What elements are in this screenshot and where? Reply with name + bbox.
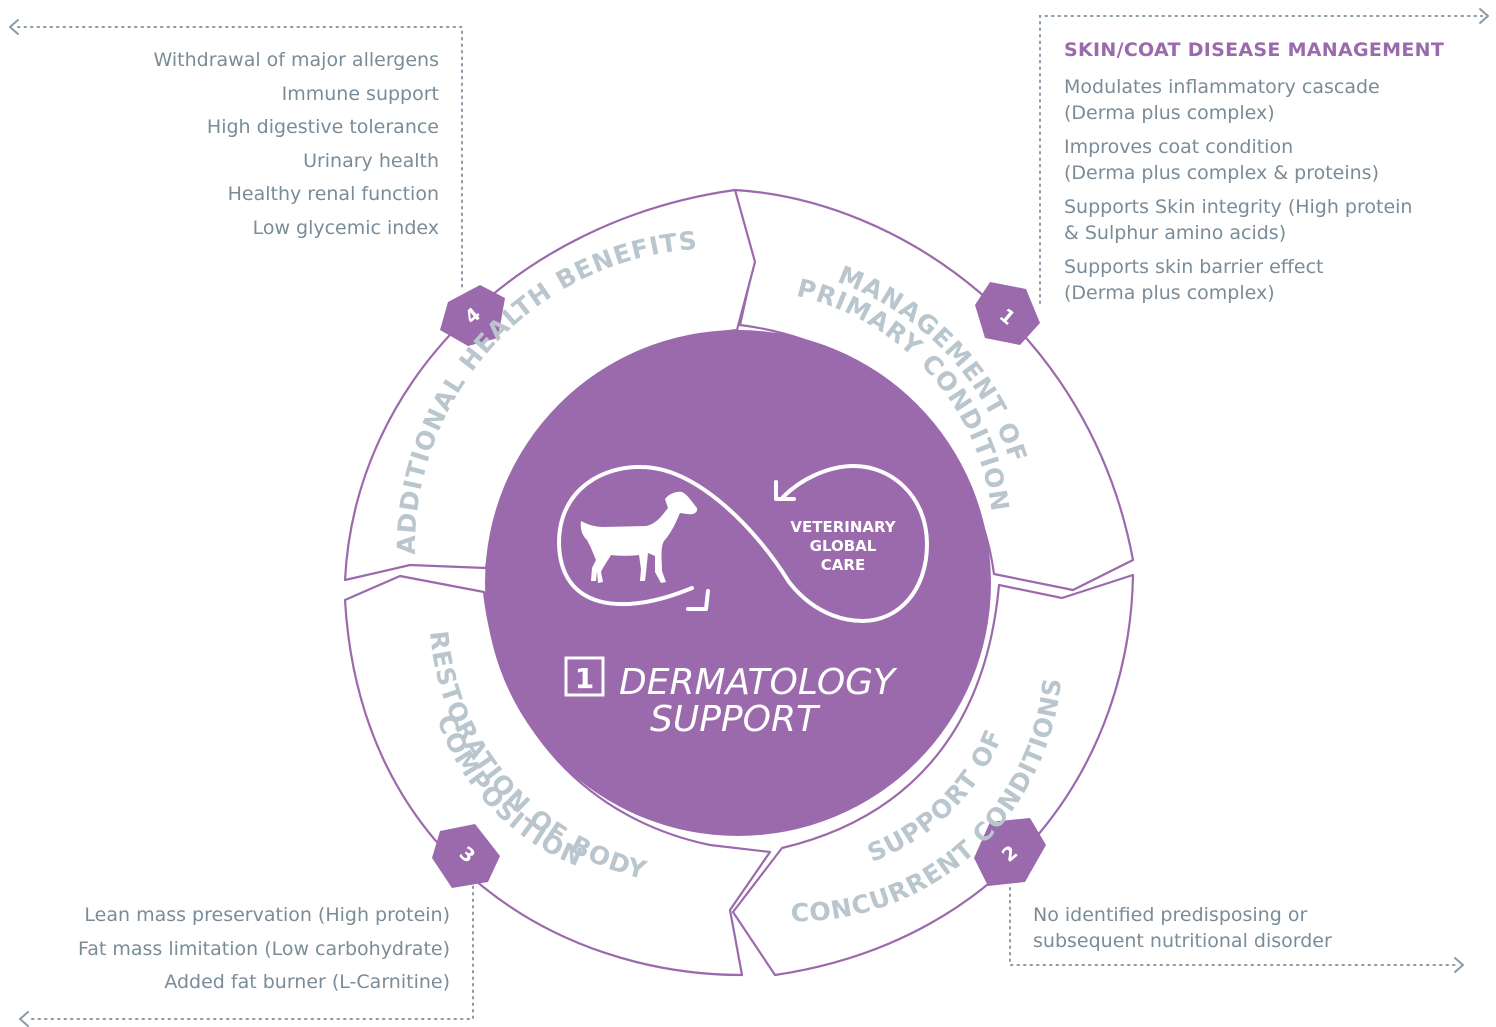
list-item: Immune support [281,82,439,105]
arrow-heads [9,8,1489,1027]
loop-label-line2: GLOBAL [810,537,877,555]
dog-icon [580,491,698,583]
badge-3 [432,824,500,888]
list-item: Urinary health [303,149,439,172]
center-circle [485,330,991,836]
ring-segment-2 [731,573,1135,977]
loop-label-line3: CARE [821,556,865,574]
arrow-icon [774,480,796,501]
center-title-line2: SUPPORT [650,699,821,740]
bottom-right-line1: No identified predisposing or [1033,904,1308,926]
badge-4 [440,285,505,346]
badge-1 [975,282,1040,345]
list-item: Supports Skin integrity (High protein& S… [1064,196,1413,244]
list-item: Improves coat condition(Derma plus compl… [1064,136,1379,184]
loop-arrow-icons [686,480,796,611]
arrow-right-icon [1479,8,1489,24]
arrow-right-icon [1454,957,1464,973]
loop-label-line1: VETERINARY [790,518,896,536]
arrow-left-icon [19,1011,29,1027]
segment-badges [432,282,1046,888]
list-item: Low glycemic index [252,216,439,239]
badge-2 [974,818,1046,886]
list-item: Withdrawal of major allergens [153,49,439,71]
list-item: Modulates inflammatory cascade(Derma plu… [1064,76,1380,124]
bottom-left-list: Lean mass preservation (High protein) Fa… [78,899,450,1000]
infinity-loop-icon [556,463,930,624]
list-item: Added fat burner (L-Carnitine) [164,971,450,994]
center-title-line1: DERMATOLOGY [619,662,898,703]
top-right-list: SKIN/COAT DISEASE MANAGEMENT Modulates i… [1064,38,1444,314]
list-item: Lean mass preservation (High protein) [84,904,450,926]
arrow-icon [686,589,710,611]
bottom-right-text: No identified predisposing or subsequent… [1033,902,1332,954]
connector-lines [17,15,1483,1020]
loop-label: VETERINARY GLOBAL CARE [790,518,896,574]
ring-segment-3 [343,574,772,977]
list-item: Healthy renal function [227,183,439,206]
outer-ring [343,188,1135,977]
list-heading: SKIN/COAT DISEASE MANAGEMENT [1064,39,1445,61]
bottom-right-line2: subsequent nutritional disorder [1033,930,1332,952]
list-item: High digestive tolerance [206,116,439,139]
number-box [564,656,605,697]
number-box-digit: 1 [575,662,594,695]
list-item: Supports skin barrier effect(Derma plus … [1064,256,1324,304]
list-item: Fat mass limitation (Low carbohydrate) [78,937,450,960]
arrow-left-icon [9,19,19,35]
top-left-list: Withdrawal of major allergens Immune sup… [154,44,439,246]
